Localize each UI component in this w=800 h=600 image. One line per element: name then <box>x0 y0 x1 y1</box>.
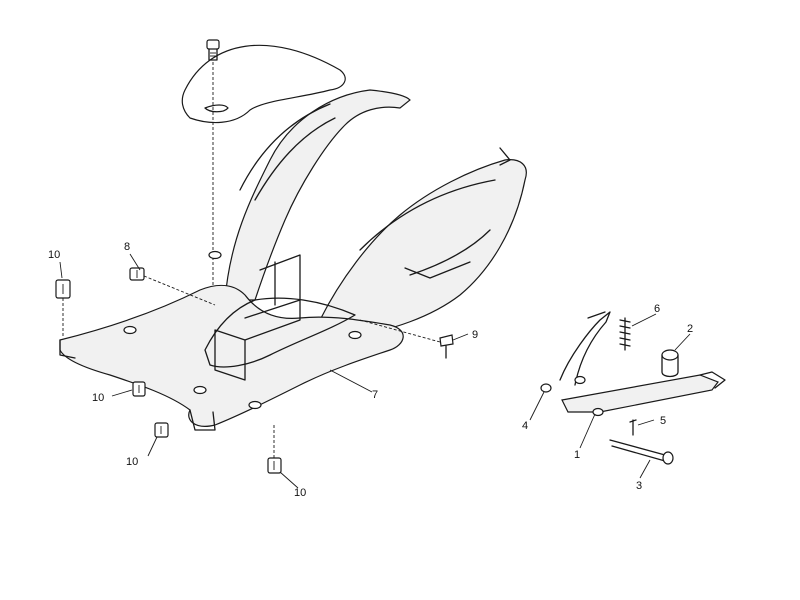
pivot-bolt-3 <box>609 439 674 465</box>
bolt-9 <box>439 334 454 359</box>
clip-nut-10b <box>132 381 146 397</box>
callout-1: 1 <box>574 449 580 461</box>
frame-cover-part-7 <box>59 89 527 431</box>
clip-nut-10a <box>55 279 71 299</box>
clip-nut-10c <box>154 422 169 438</box>
assembly-line-8 <box>143 275 216 306</box>
callout-7: 7 <box>372 389 378 401</box>
stopper-rubber-2 <box>661 349 679 378</box>
callout-10-d: 10 <box>294 487 306 499</box>
callout-10-a: 10 <box>48 249 60 261</box>
callout-9: 9 <box>472 329 478 341</box>
clip-nut-10d <box>267 457 282 474</box>
callout-2: 2 <box>687 323 693 335</box>
washer-4 <box>540 383 552 393</box>
leader-lines <box>59 253 691 489</box>
callout-4: 4 <box>522 420 528 432</box>
cotter-pin-5 <box>629 419 637 436</box>
side-stand-assembly <box>540 311 726 465</box>
assembly-line-9 <box>359 319 441 343</box>
callout-10-c: 10 <box>126 456 138 468</box>
callout-10-b: 10 <box>92 392 104 404</box>
callout-6: 6 <box>654 303 660 315</box>
callout-3: 3 <box>636 480 642 492</box>
callout-5: 5 <box>660 415 666 427</box>
clip-nut-8 <box>129 267 145 281</box>
callout-8: 8 <box>124 241 130 253</box>
seat-outline <box>181 44 346 124</box>
screw-top <box>206 39 220 61</box>
